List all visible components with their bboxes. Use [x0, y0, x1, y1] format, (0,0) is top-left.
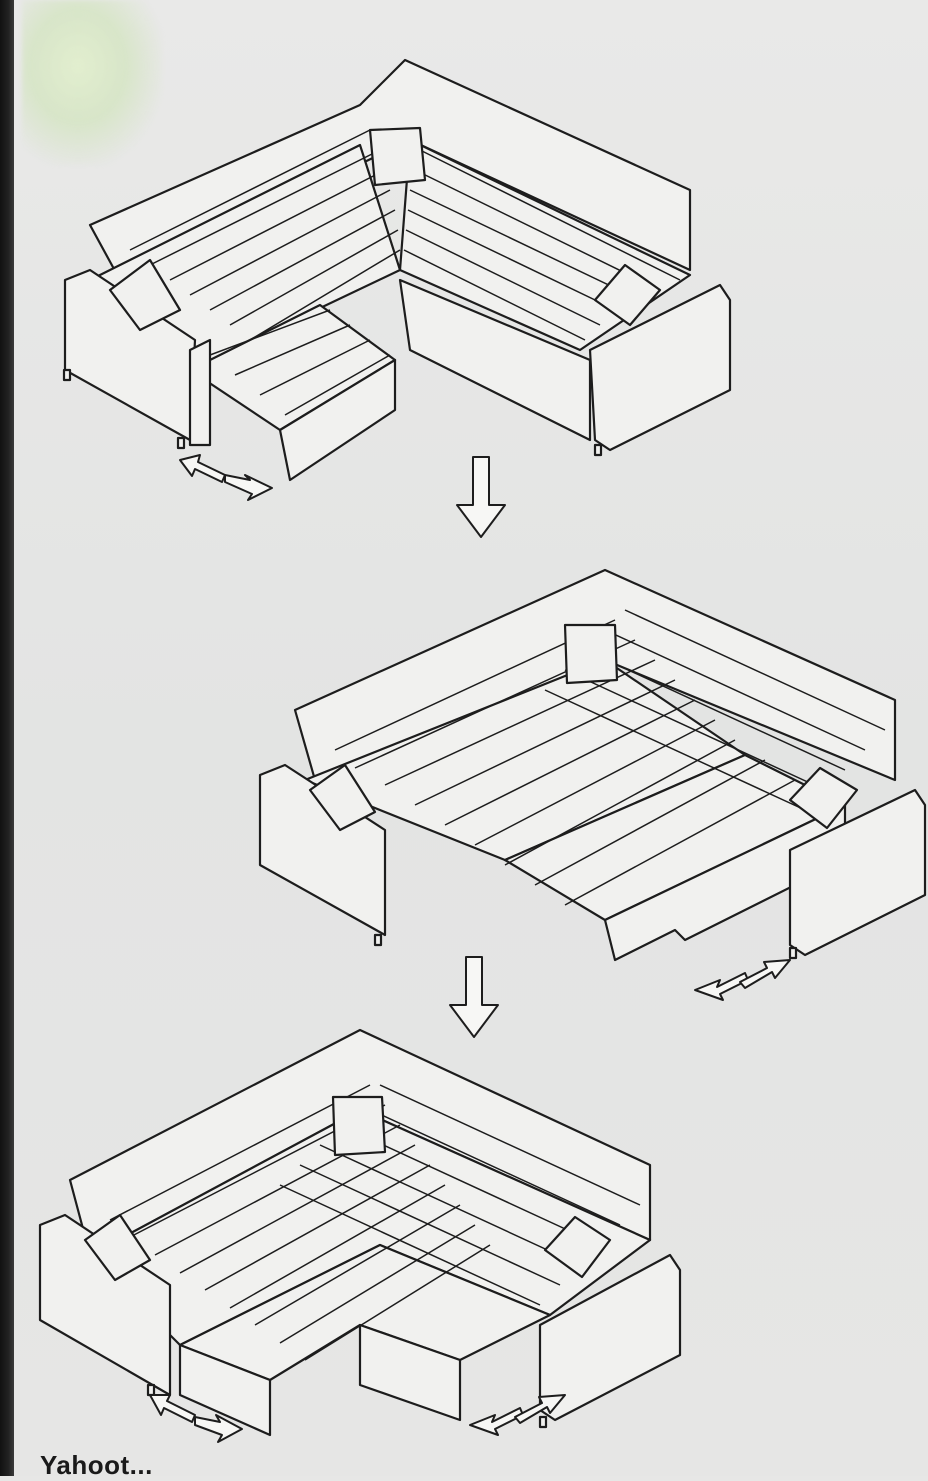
double-arrow-icon	[469, 1394, 566, 1436]
double-arrow-icon	[179, 454, 273, 501]
screen-glare	[22, 0, 162, 165]
pillow-icon	[331, 1095, 387, 1157]
pillow-icon	[563, 623, 619, 685]
pillow-icon	[788, 766, 859, 830]
tufting-pattern	[109, 1084, 641, 1361]
double-arrow-icon	[694, 959, 791, 1001]
pillow-icon	[543, 1215, 612, 1279]
sofa-illustration-step-2	[258, 568, 927, 1001]
sofa-illustration-step-1	[62, 58, 732, 501]
down-arrow-icon	[449, 956, 499, 1038]
double-arrow-icon	[149, 1394, 243, 1443]
pillow-icon	[308, 763, 377, 832]
sofa-illustration-step-3	[38, 1028, 682, 1443]
tufting-pattern	[334, 609, 886, 906]
pillow-icon	[368, 126, 427, 187]
caption-text: Yahoot...	[40, 1450, 153, 1480]
device-bezel	[0, 0, 14, 1476]
down-arrow-icon	[456, 456, 506, 538]
pillow-icon	[108, 258, 182, 332]
pillow-icon	[83, 1213, 152, 1282]
tufting-pattern	[129, 129, 681, 416]
pillow-icon	[593, 263, 662, 327]
